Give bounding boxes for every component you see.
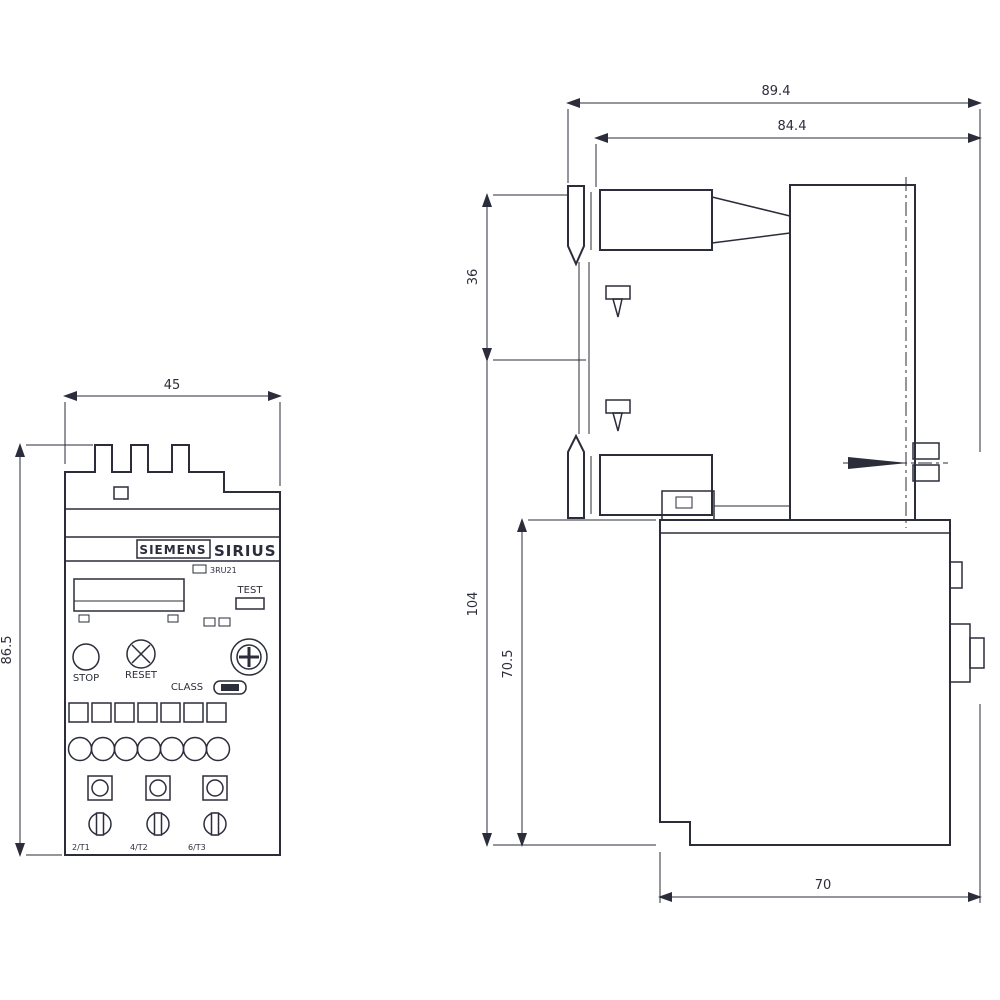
dimension-front-width: 45 [63, 378, 282, 486]
front-view: SIEMENS SIRIUS 3RU21 TEST STOP RESET CLA… [0, 378, 282, 857]
class-label: CLASS [171, 682, 203, 693]
brand-label: SIEMENS [139, 543, 206, 557]
indicator-square [91, 702, 112, 723]
side-tab-detail [949, 561, 963, 589]
dimension-overall-height: 104 [466, 360, 656, 847]
series-label: SIRIUS [214, 542, 277, 560]
dim-overall-depth-value: 89.4 [762, 84, 791, 99]
terminal-port-hole [91, 779, 109, 797]
dial-knob-tip [969, 637, 985, 669]
terminal-circle [159, 736, 185, 762]
terminal-port [87, 775, 113, 801]
dimension-depth-without-clip: 84.4 [594, 119, 982, 187]
window-tick-right [167, 614, 179, 623]
dim-body-height-value: 70.5 [501, 650, 516, 679]
mounting-bracket-bottom [599, 454, 713, 516]
dim-upper-offset-value: 36 [466, 269, 481, 286]
stop-button [72, 643, 100, 671]
bracket-diagonal-top [711, 196, 791, 217]
stop-label: STOP [73, 673, 99, 684]
indicator-square [114, 702, 135, 723]
dim-depth-without-clip-value: 84.4 [778, 119, 807, 134]
terminal-screw-slot [95, 812, 105, 836]
terminal-circle [136, 736, 162, 762]
din-clip-bottom [567, 433, 585, 519]
adjustment-dial-inner [236, 644, 262, 670]
dim-body-depth-value: 70 [815, 878, 832, 893]
terminal-label-1: 2/T1 [72, 843, 90, 852]
terminal-circle [67, 736, 93, 762]
dimension-front-height: 86.5 [0, 443, 93, 857]
indicator-square [137, 702, 158, 723]
terminal-circle [90, 736, 116, 762]
indicator-mark-1 [203, 617, 216, 627]
din-clip-top [567, 185, 585, 267]
pin-connector-upper [912, 442, 940, 460]
label-window [73, 578, 185, 612]
dim-height-value: 86.5 [0, 636, 15, 665]
indicator-square [183, 702, 204, 723]
hook-stem [612, 298, 623, 318]
dim-overall-height-value: 104 [466, 592, 481, 617]
class-window-slot [221, 684, 239, 691]
test-button [235, 597, 265, 610]
reset-knob [126, 639, 156, 669]
terminal-label-3: 6/T3 [188, 843, 206, 852]
dimension-overall-depth: 89.4 [566, 84, 982, 452]
reset-cross-2 [131, 644, 151, 664]
terminal-group-2 [145, 775, 171, 836]
pin-spike [848, 457, 908, 469]
terminal-label-2: 4/T2 [130, 843, 148, 852]
terminal-port [202, 775, 228, 801]
rear-block [789, 184, 916, 521]
indicator-squares-row [68, 702, 227, 723]
dimension-body-height: 70.5 [501, 518, 656, 847]
adjustment-dial-outer [230, 638, 268, 676]
terminal-circles-row [67, 736, 231, 762]
brand-box [136, 539, 211, 559]
terminal-screw-slot [153, 812, 163, 836]
indicator-square [160, 702, 181, 723]
reset-label: RESET [125, 670, 158, 681]
class-window [213, 680, 247, 695]
contactor-pin [843, 442, 948, 482]
dimension-body-depth: 70 [658, 704, 982, 903]
bracket-diagonal-bottom [711, 232, 791, 244]
test-label: TEST [237, 585, 264, 596]
mounting-bracket-top [599, 189, 713, 251]
rail-hook-lower [605, 399, 631, 432]
terminal-lug-screw [675, 496, 693, 509]
terminal-port-hole [206, 779, 224, 797]
hook-stem [612, 412, 623, 432]
terminal-circle [113, 736, 139, 762]
terminal-circle [205, 736, 231, 762]
hook-head [605, 399, 631, 414]
model-box [192, 564, 207, 574]
dim-width-value: 45 [164, 378, 181, 393]
terminal-port-hole [149, 779, 167, 797]
model-label: 3RU21 [210, 566, 237, 575]
terminal-port [145, 775, 171, 801]
front-body-outline [64, 444, 281, 856]
front-top-detail [113, 486, 129, 500]
rail-hook-upper [605, 285, 631, 318]
side-view: 89.4 84.4 36 104 70.5 [466, 84, 985, 903]
indicator-mark-2 [218, 617, 231, 627]
terminal-screw-slot [210, 812, 220, 836]
dial-knob-base [949, 623, 971, 683]
pin-connector-lower [912, 464, 940, 482]
dimension-upper-offset: 36 [466, 193, 586, 362]
terminal-circle [182, 736, 208, 762]
window-tick-left [78, 614, 90, 623]
indicator-square [206, 702, 227, 723]
lower-body-outline [659, 519, 951, 846]
indicator-square [68, 702, 89, 723]
hook-head [605, 285, 631, 300]
terminal-group-1 [87, 775, 113, 836]
terminal-group-3 [202, 775, 228, 836]
